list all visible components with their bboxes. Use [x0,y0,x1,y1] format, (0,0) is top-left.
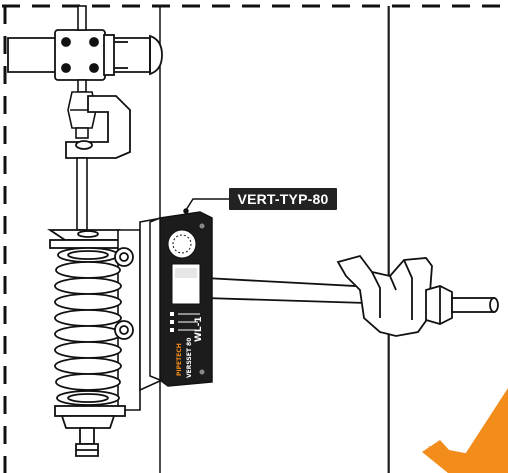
callout-model-label: VERT-TYP-80 [229,188,337,210]
checkmark-icon [422,388,508,473]
upper-bracket [65,95,131,159]
callout-leader-line [183,198,229,214]
bracket-bolts [114,247,134,340]
right-rod-nut [425,285,499,325]
monitoring-device [149,211,213,387]
device-code-label: WL-1 [194,316,204,342]
spring-coils [54,247,122,406]
threaded-rod-middle [76,157,88,231]
device-model-label: VERSSET 80 [186,337,193,378]
top-pipe-clamp [54,29,128,81]
device-brand-label: PIPETECH [176,343,183,376]
spring-bottom-plate [54,405,126,457]
right-pipe-clamp [336,254,433,337]
dashed-frame [2,4,508,473]
